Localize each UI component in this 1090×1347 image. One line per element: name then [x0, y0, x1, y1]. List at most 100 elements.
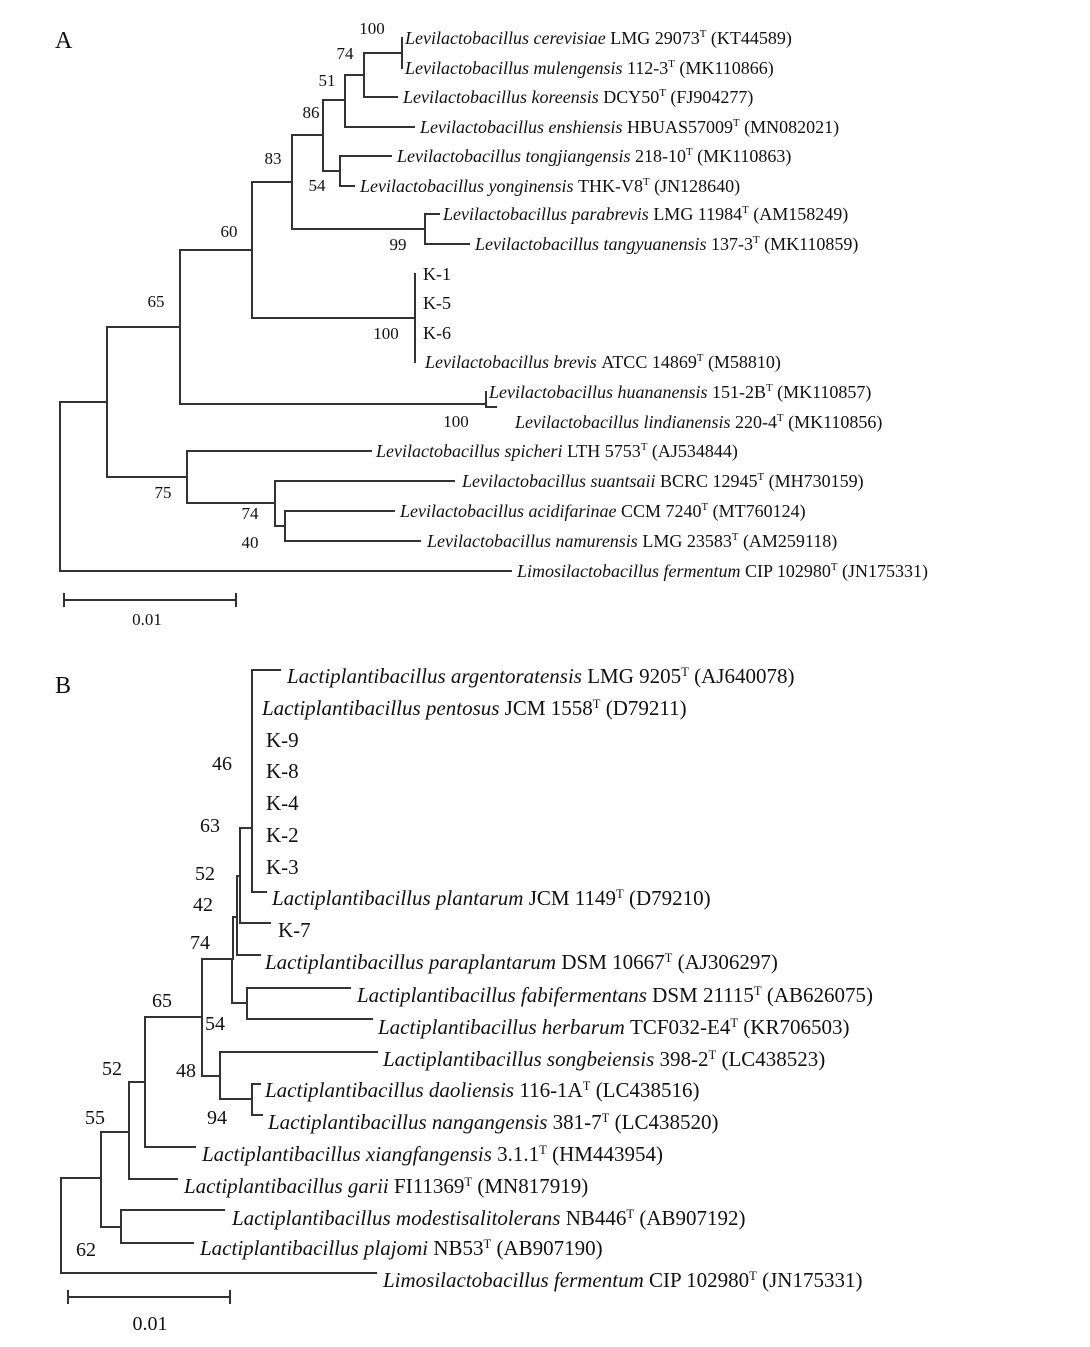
bootstrap-value: 62 — [76, 1239, 96, 1261]
accession-number: (MH730159) — [764, 471, 864, 492]
accession-number: (AM158249) — [749, 204, 849, 225]
strain-id: ATCC 14869 — [601, 352, 697, 372]
strain-id: K-3 — [266, 855, 299, 879]
taxon-label: K-4 — [266, 791, 299, 815]
accession-number: (JN175331) — [837, 561, 928, 582]
taxon-label: Levilactobacillus suantsaii BCRC 12945T … — [461, 471, 864, 492]
bootstrap-value: 100 — [373, 324, 399, 343]
species-name: Levilactobacillus acidifarinae — [399, 501, 621, 521]
taxon-label: K-6 — [423, 323, 451, 343]
type-strain-mark: T — [686, 146, 693, 158]
bootstrap-value: 65 — [148, 292, 165, 311]
taxon-label: Lactiplantibacillus fabifermentans DSM 2… — [356, 983, 873, 1007]
accession-number: (JN175331) — [757, 1268, 863, 1292]
bootstrap-value: 42 — [193, 894, 213, 916]
species-name: Limosilactobacillus fermentum — [382, 1268, 649, 1292]
scale-bar-label: 0.01 — [133, 1313, 168, 1335]
species-name: Levilactobacillus namurensis — [426, 531, 642, 551]
species-name: Levilactobacillus spicheri — [375, 441, 567, 461]
bootstrap-value: 74 — [190, 932, 210, 954]
accession-number: (MN817919) — [472, 1174, 588, 1198]
accession-number: (MK110856) — [784, 412, 883, 433]
strain-id: LMG 11984 — [653, 204, 742, 224]
strain-id: NB53 — [433, 1236, 483, 1260]
strain-id: JCM 1149 — [529, 886, 616, 910]
taxon-label: K-1 — [423, 264, 451, 284]
taxon-label: Lactiplantibacillus nangangensis 381-7T … — [267, 1110, 718, 1134]
strain-id: CIP 102980 — [649, 1268, 749, 1292]
accession-number: (D79211) — [600, 696, 686, 720]
type-strain-mark: T — [602, 1111, 610, 1125]
bootstrap-value: 63 — [200, 815, 220, 837]
species-name: Levilactobacillus cerevisiae — [404, 28, 610, 48]
taxon-label: Lactiplantibacillus plajomi NB53T (AB907… — [199, 1236, 603, 1260]
species-name: Lactiplantibacillus fabifermentans — [356, 983, 652, 1007]
bootstrap-value: 65 — [152, 990, 172, 1012]
type-strain-mark: T — [616, 887, 624, 901]
taxon-label: Lactiplantibacillus paraplantarum DSM 10… — [264, 950, 778, 974]
taxon-label: Lactiplantibacillus plantarum JCM 1149T … — [271, 886, 711, 910]
accession-number: (AM259118) — [738, 531, 837, 552]
strain-id: BCRC 12945 — [660, 471, 758, 491]
species-name: Lactiplantibacillus herbarum — [377, 1015, 630, 1039]
strain-id: LMG 29073 — [610, 28, 700, 48]
accession-number: (MK110863) — [693, 146, 792, 167]
type-strain-mark: T — [583, 1079, 591, 1093]
type-strain-mark: T — [668, 58, 675, 70]
strain-id: K-8 — [266, 759, 299, 783]
species-name: Lactiplantibacillus plantarum — [271, 886, 529, 910]
bootstrap-value: 48 — [176, 1060, 196, 1082]
type-strain-mark: T — [484, 1237, 492, 1251]
species-name: Lactiplantibacillus songbeiensis — [382, 1047, 660, 1071]
bootstrap-value: 86 — [303, 103, 320, 122]
type-strain-mark: T — [539, 1143, 547, 1157]
taxon-label: Lactiplantibacillus pentosus JCM 1558T (… — [261, 696, 687, 720]
type-strain-mark: T — [700, 28, 707, 40]
bootstrap-value: 55 — [85, 1107, 105, 1129]
accession-number: (AJ534844) — [647, 441, 738, 462]
accession-number: (MK110859) — [760, 234, 859, 255]
type-strain-mark: T — [753, 234, 760, 246]
accession-number: (KT44589) — [706, 28, 791, 49]
strain-id: DSM 10667 — [561, 950, 664, 974]
type-strain-mark: T — [702, 501, 709, 513]
taxon-label: K-7 — [278, 918, 311, 942]
taxon-label: Lactiplantibacillus songbeiensis 398-2T … — [382, 1047, 825, 1071]
taxon-label: K-5 — [423, 293, 451, 313]
strain-id: 398-2 — [660, 1047, 709, 1071]
strain-id: DSM 21115 — [652, 983, 754, 1007]
strain-id: K-6 — [423, 323, 451, 343]
type-strain-mark: T — [626, 1207, 634, 1221]
bootstrap-value: 100 — [359, 19, 385, 38]
accession-number: (HM443954) — [547, 1142, 663, 1166]
strain-id: K-7 — [278, 918, 311, 942]
strain-id: CIP 102980 — [745, 561, 831, 581]
accession-number: (AJ306297) — [672, 950, 778, 974]
species-name: Lactiplantibacillus daoliensis — [264, 1078, 519, 1102]
bootstrap-value: 83 — [265, 149, 282, 168]
type-strain-mark: T — [754, 984, 762, 998]
strain-id: 151-2B — [712, 382, 766, 402]
taxon-label: Levilactobacillus tongjiangensis 218-10T… — [396, 146, 791, 167]
strain-id: DCY50 — [603, 87, 659, 107]
type-strain-mark: T — [709, 1048, 717, 1062]
strain-id: HBUAS57009 — [627, 117, 733, 137]
bootstrap-value: 74 — [337, 44, 355, 63]
strain-id: LTH 5753 — [567, 441, 641, 461]
species-name: Levilactobacillus huananensis — [488, 382, 712, 402]
species-name: Lactiplantibacillus paraplantarum — [264, 950, 561, 974]
strain-id: 137-3 — [711, 234, 753, 254]
taxon-label: Levilactobacillus brevis ATCC 14869T (M5… — [424, 352, 781, 373]
strain-id: LMG 9205 — [587, 664, 681, 688]
bootstrap-value: 74 — [242, 504, 260, 523]
taxon-label: Lactiplantibacillus garii FI11369T (MN81… — [183, 1174, 588, 1198]
type-strain-mark: T — [742, 204, 749, 216]
strain-id: K-9 — [266, 728, 299, 752]
taxon-label: K-2 — [266, 823, 299, 847]
accession-number: (LC438520) — [609, 1110, 718, 1134]
bootstrap-value: 52 — [102, 1058, 122, 1080]
accession-number: (M58810) — [703, 352, 781, 373]
taxon-label: Limosilactobacillus fermentum CIP 102980… — [516, 561, 928, 582]
taxon-label: Lactiplantibacillus xiangfangensis 3.1.1… — [201, 1142, 663, 1166]
